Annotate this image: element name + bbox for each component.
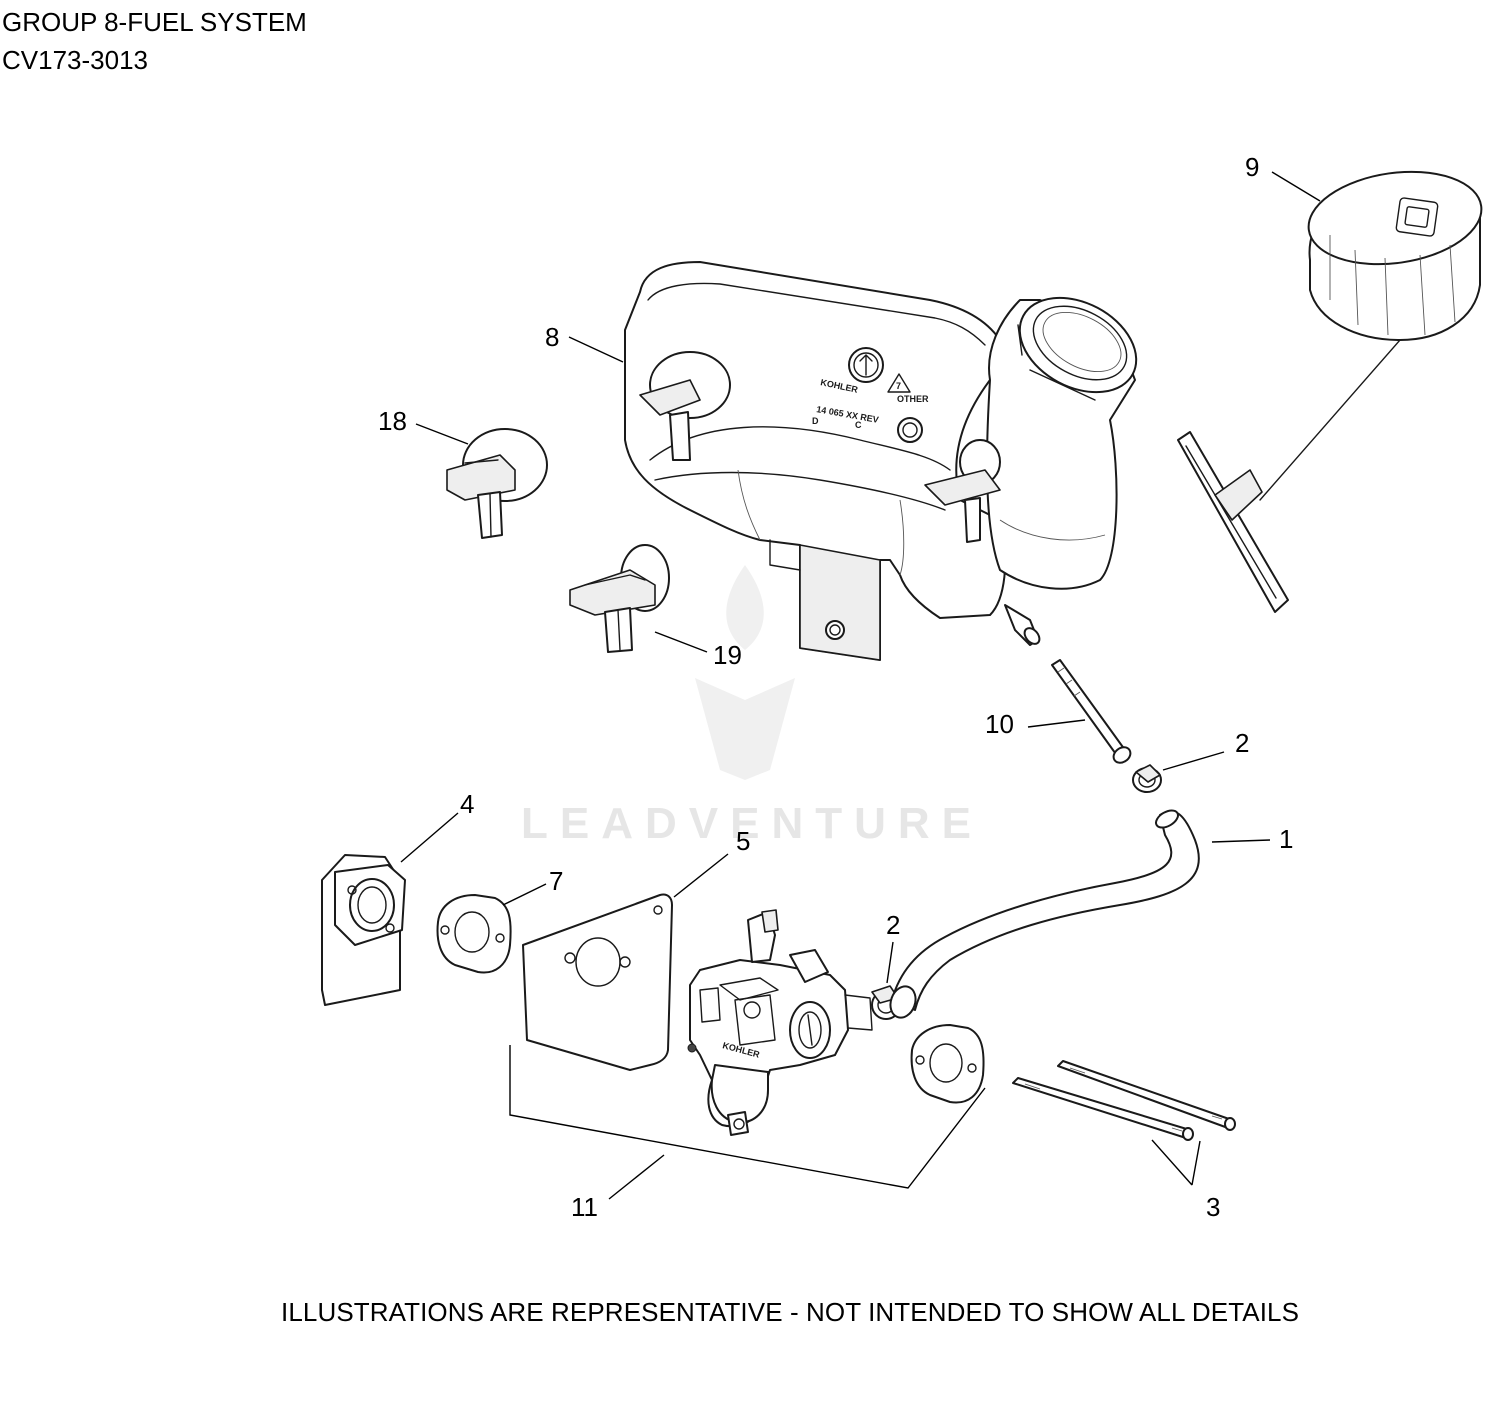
intake-spacer[interactable] [321, 854, 406, 1006]
carburetor-gasket[interactable] [910, 1024, 985, 1104]
fuel-tank[interactable]: KOHLER 7 OTHER 14 065 XX REV D C [624, 261, 1152, 661]
callout-10: 10 [985, 709, 1014, 739]
diagram-title: GROUP 8-FUEL SYSTEM [2, 7, 307, 37]
callout-5: 5 [736, 826, 750, 856]
callout-19: 19 [713, 640, 742, 670]
callout-labels: 9 8 18 19 10 2 1 4 5 7 2 11 3 [378, 152, 1293, 1222]
callout-11: 11 [571, 1192, 598, 1222]
watermark-text: LEADVENTURE [521, 799, 983, 848]
callout-3: 3 [1206, 1192, 1220, 1222]
hose-clamp-upper[interactable] [1132, 764, 1162, 793]
watermark: LEADVENTURE [521, 565, 983, 848]
recycle-label: OTHER [897, 394, 929, 404]
grommet-18[interactable] [446, 428, 548, 539]
callout-8: 8 [545, 322, 559, 352]
callout-1: 1 [1279, 824, 1293, 854]
fuel-cap[interactable] [1177, 161, 1487, 613]
callout-4: 4 [460, 789, 474, 819]
fuel-hose[interactable] [886, 807, 1200, 1021]
gasket-7[interactable] [436, 894, 512, 974]
tank-code-right: C [855, 420, 862, 430]
callout-9: 9 [1245, 152, 1259, 182]
grommet-19[interactable] [569, 544, 670, 653]
mounting-studs[interactable] [1012, 1060, 1236, 1141]
assembly-bracket-11 [509, 1045, 986, 1189]
screw-10[interactable] [1051, 659, 1133, 766]
leader-lines [400, 171, 1321, 1200]
heat-shield-plate[interactable] [522, 893, 673, 1071]
disclaimer-footer: ILLUSTRATIONS ARE REPRESENTATIVE - NOT I… [281, 1297, 1300, 1327]
tank-code-left: D [812, 416, 819, 426]
carburetor[interactable]: KOHLER [687, 909, 873, 1136]
recycle-number: 7 [896, 381, 901, 391]
callout-2b: 2 [886, 910, 900, 940]
callout-18: 18 [378, 406, 407, 436]
model-number: CV173-3013 [2, 45, 148, 75]
callout-7: 7 [549, 866, 563, 896]
callout-2a: 2 [1235, 728, 1249, 758]
